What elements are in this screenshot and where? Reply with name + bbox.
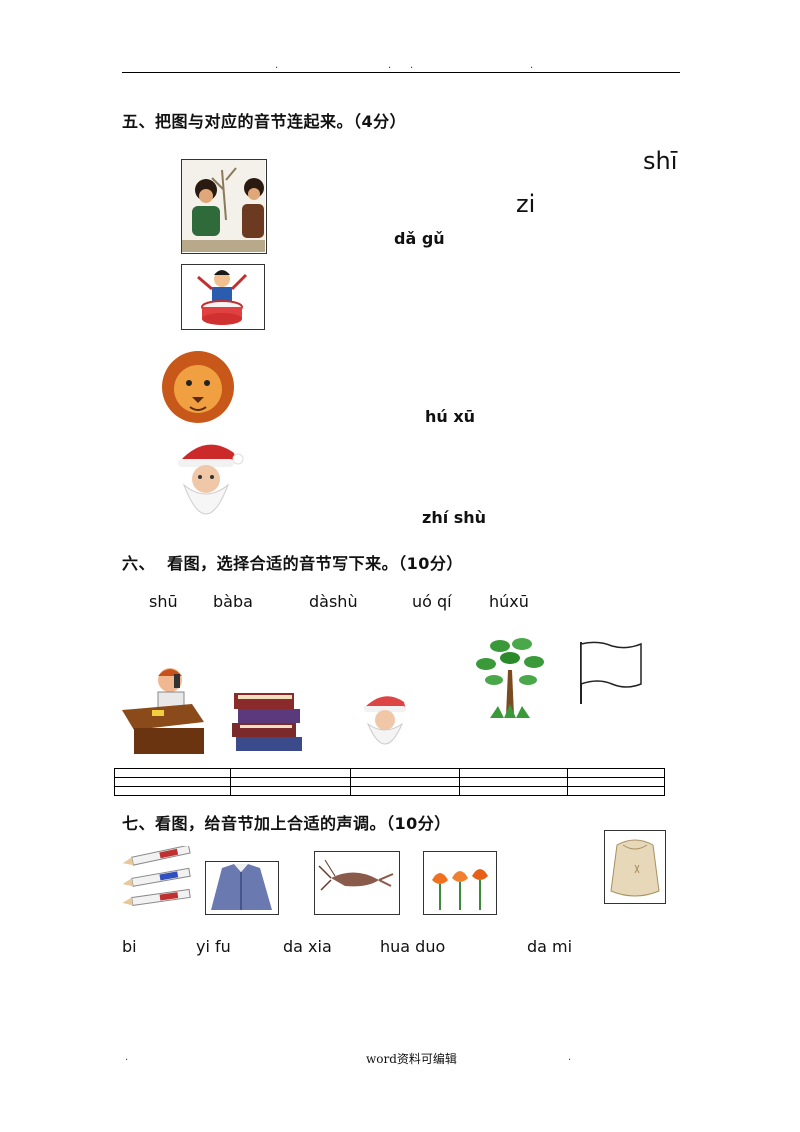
option-baba: bàba (213, 592, 253, 611)
section5-title: 五、把图与对应的音节连起来。（4分） (122, 112, 407, 131)
answer-cell[interactable] (458, 768, 569, 778)
pinyin-huxu: hú xū (425, 407, 476, 426)
pinyin-zi: zi (516, 190, 536, 218)
answer-grid (114, 768, 665, 796)
drummer-icon (181, 264, 265, 330)
answer-cell[interactable] (567, 777, 665, 787)
word-daxia: da xia (283, 937, 332, 956)
answer-cell[interactable] (229, 777, 352, 787)
header-dot: . (388, 60, 392, 71)
header-dot: . (275, 60, 279, 71)
pencils-icon (120, 844, 194, 910)
section6-title: 六、 看图，选择合适的音节写下来。（10分） (122, 554, 463, 573)
answer-cell[interactable] (350, 777, 460, 787)
option-huxu: húxū (489, 592, 529, 611)
answer-cell[interactable] (567, 786, 665, 796)
footer-dot: . (125, 1052, 129, 1063)
section7-title: 七、看图，给音节加上合适的声调。（10分） (122, 814, 451, 833)
shrimp-icon (314, 851, 400, 915)
word-bi: bi (122, 937, 137, 956)
answer-cell[interactable] (567, 768, 665, 778)
word-huaduo: hua duo (380, 937, 446, 956)
man-on-phone-icon (120, 660, 206, 760)
footer-dot: . (568, 1052, 572, 1063)
answer-cell[interactable] (114, 786, 231, 796)
jacket-icon (205, 861, 279, 915)
option-shu: shū (149, 592, 178, 611)
header-dot: . (410, 60, 414, 71)
santa-claus-icon (172, 433, 244, 533)
rice-sack-icon (604, 830, 666, 904)
footer-text: word资料可编辑 (366, 1052, 457, 1066)
pinyin-dagu: dǎ gǔ (394, 229, 445, 248)
answer-cell[interactable] (350, 786, 460, 796)
word-yifu: yi fu (196, 937, 231, 956)
flowers-icon (423, 851, 497, 915)
santa-claus-small-icon (358, 688, 412, 752)
stack-of-books-icon (230, 685, 308, 755)
option-dashu: dàshù (309, 592, 358, 611)
lion-icon (160, 347, 236, 429)
tree-icon (470, 630, 550, 720)
option-uoqi: uó qí (412, 592, 452, 611)
pinyin-zhishu: zhí shù (422, 508, 487, 527)
header-rule (122, 72, 680, 73)
answer-cell[interactable] (114, 768, 231, 778)
answer-cell[interactable] (229, 786, 352, 796)
answer-cell[interactable] (458, 786, 569, 796)
children-planting-tree-icon (181, 159, 267, 254)
word-dami: da mi (527, 937, 573, 956)
answer-cell[interactable] (114, 777, 231, 787)
header-dot: . (530, 60, 534, 71)
pinyin-shi: shī (643, 147, 678, 175)
flag-icon (578, 640, 644, 706)
answer-cell[interactable] (350, 768, 460, 778)
answer-cell[interactable] (229, 768, 352, 778)
answer-cell[interactable] (458, 777, 569, 787)
